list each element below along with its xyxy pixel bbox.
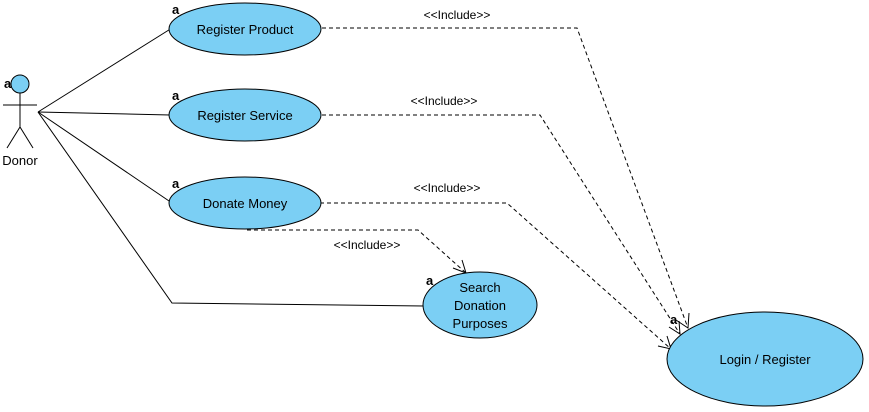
include-arrowhead-register-product bbox=[675, 312, 690, 329]
actor-right-leg bbox=[19, 126, 34, 149]
use-case-donate-money[interactable]: a Donate Money bbox=[168, 176, 322, 230]
associations bbox=[37, 27, 425, 307]
include-line-donate-to-search bbox=[247, 229, 467, 274]
include-line-register-product bbox=[322, 27, 689, 329]
include-arrowhead-register-service bbox=[668, 320, 681, 335]
include-labels: <<Include>> <<Include>> <<Include>> <<In… bbox=[334, 8, 491, 252]
actor-left-leg bbox=[6, 126, 21, 149]
actor-head bbox=[10, 74, 30, 94]
use-case-shape bbox=[422, 271, 538, 339]
include-line-register-service bbox=[322, 114, 681, 335]
include-label-register-service: <<Include>> bbox=[411, 94, 478, 108]
use-case-search-donation-purposes[interactable]: a Search Donation Purposes bbox=[422, 271, 538, 339]
use-case-label: Register Product bbox=[197, 22, 294, 37]
use-case-register-service[interactable]: a Register Service bbox=[168, 88, 322, 142]
use-case-label-line-3: Purposes bbox=[453, 316, 508, 331]
include-label-donate-to-search: <<Include>> bbox=[334, 238, 401, 252]
use-case-shape bbox=[168, 88, 322, 142]
use-case-login-register[interactable]: a Login / Register bbox=[666, 311, 864, 407]
anchor-icon: a bbox=[172, 176, 180, 191]
use-case-register-product[interactable]: a Register Product bbox=[168, 2, 322, 56]
include-dependencies bbox=[247, 27, 690, 350]
use-case-label: Login / Register bbox=[719, 352, 811, 367]
association-donor-donate-money bbox=[37, 111, 173, 204]
use-case-label: Donate Money bbox=[203, 196, 288, 211]
use-case-label: Register Service bbox=[197, 108, 292, 123]
anchor-icon: a bbox=[172, 2, 180, 17]
anchor-icon: a bbox=[670, 312, 678, 327]
actor-anchor-icon: a bbox=[4, 76, 12, 91]
use-case-label-line-2: Donation bbox=[454, 298, 506, 313]
association-donor-register-product bbox=[37, 27, 173, 113]
actor-donor[interactable]: a Donor bbox=[2, 74, 38, 168]
include-label-donate-money: <<Include>> bbox=[414, 181, 481, 195]
anchor-icon: a bbox=[172, 88, 180, 103]
association-donor-search-purposes bbox=[37, 111, 425, 307]
actor-name: Donor bbox=[2, 153, 38, 168]
use-case-shape bbox=[168, 176, 322, 230]
use-case-shape bbox=[666, 311, 864, 407]
anchor-icon: a bbox=[426, 273, 434, 288]
include-arrowhead-donate-money bbox=[657, 335, 672, 350]
include-label-register-product: <<Include>> bbox=[424, 8, 491, 22]
use-case-label-line-1: Search bbox=[459, 280, 500, 295]
use-case-shape bbox=[168, 2, 322, 56]
association-donor-register-service bbox=[37, 111, 171, 116]
